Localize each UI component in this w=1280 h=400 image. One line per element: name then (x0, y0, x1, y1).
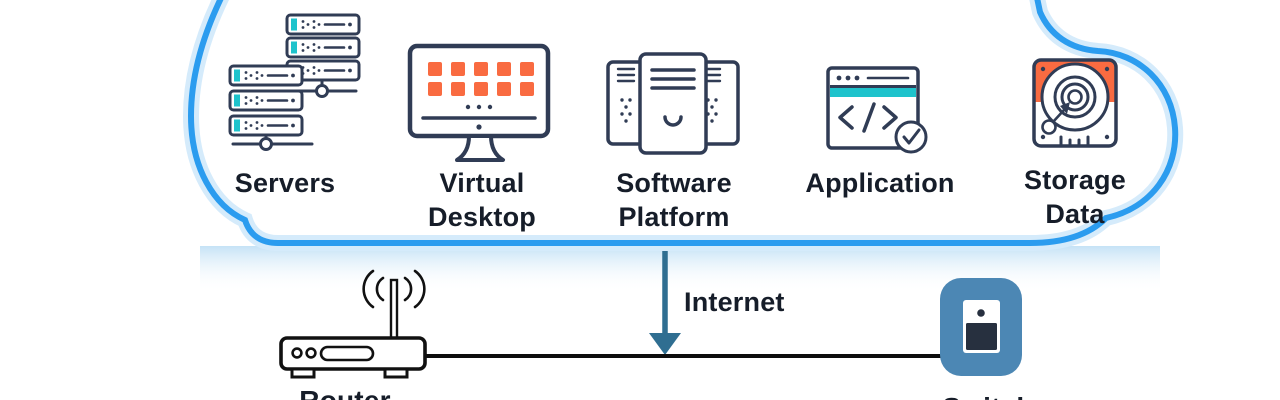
servers-label: Servers (234, 168, 336, 198)
wifi-waves-icon (362, 269, 426, 309)
router-icon (279, 269, 427, 379)
window-accent-bar (830, 88, 916, 97)
server-towers-icon (606, 52, 740, 155)
internet-down-arrow-icon (649, 251, 681, 355)
hard-drive-icon (1032, 58, 1118, 148)
internet-label: Internet (684, 287, 785, 317)
router-antenna (389, 278, 399, 342)
router-label: Router (245, 384, 445, 400)
switch-icon (940, 278, 1022, 376)
server-stack-icon (228, 13, 361, 151)
cloud-border (187, 0, 1179, 246)
virtual-desktop-label: Virtual Desktop (428, 168, 536, 232)
code-window-icon (826, 66, 928, 154)
code-glyph (838, 102, 898, 133)
server-front-stack (228, 64, 314, 151)
check-circle-icon (894, 120, 928, 154)
app-grid (428, 62, 534, 96)
software-platform-label: Software Platform (616, 168, 732, 232)
desktop-monitor-icon (407, 43, 551, 162)
storage-data-label: Storage Data (1024, 165, 1126, 229)
switch-label: Switch (888, 391, 1088, 400)
application-label: Application (805, 168, 955, 198)
